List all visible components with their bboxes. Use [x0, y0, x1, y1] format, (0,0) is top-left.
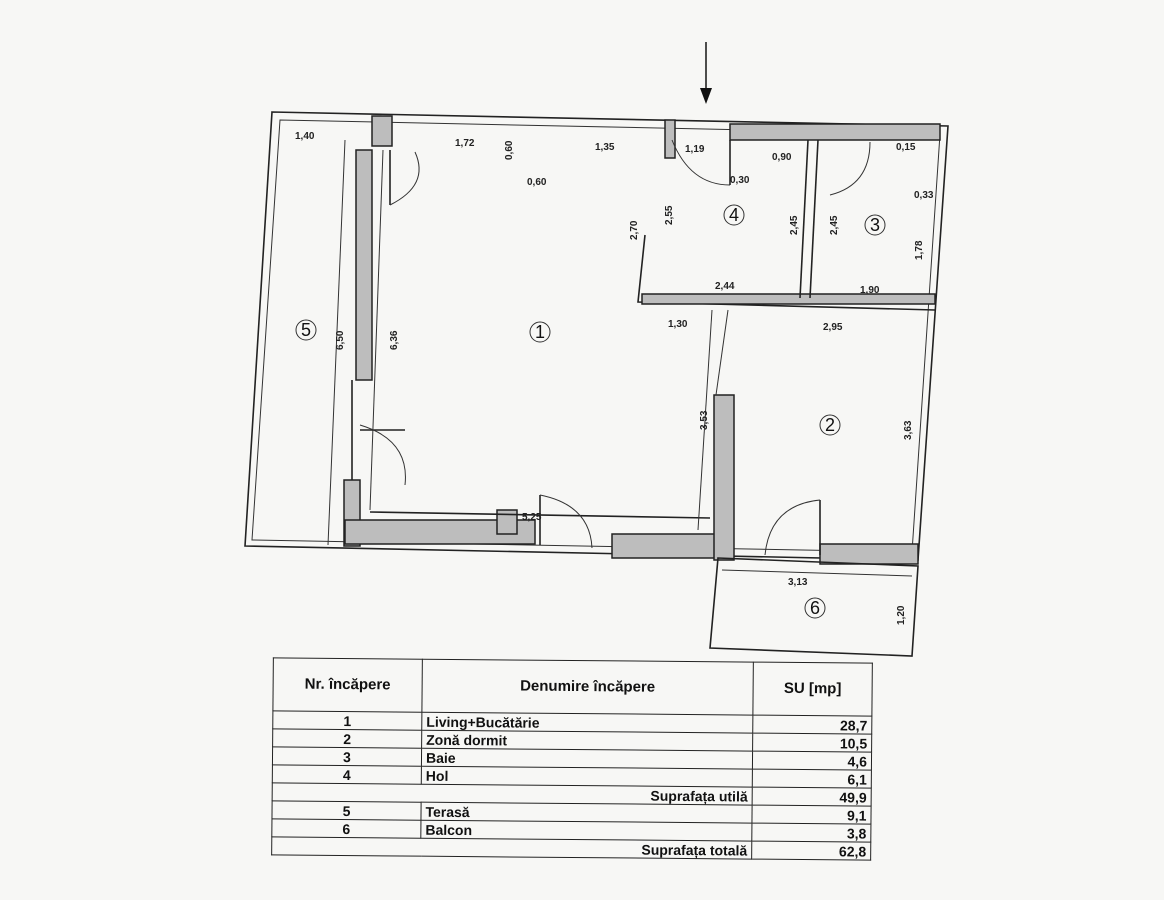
dimension-label: 1,30	[668, 319, 688, 330]
dimension-label: 1,35	[595, 142, 615, 153]
dimension-label: 2,55	[664, 205, 675, 225]
room-marker-3: 3	[864, 214, 886, 236]
dimension-label: 0,15	[896, 142, 916, 153]
dimension-label: 6,50	[335, 330, 346, 350]
dimension-label: 3,13	[788, 577, 808, 588]
header-su: SU [mp]	[752, 662, 873, 717]
balcony-outline	[709, 557, 919, 657]
room-marker-1: 1	[529, 321, 551, 343]
door-icon	[829, 141, 871, 196]
header-name: Denumire încăpere	[421, 659, 754, 716]
dimension-labels: 1,40 1,72 0,60 0,60 1,35 2,70 2,55 1,19 …	[295, 131, 934, 625]
wall	[496, 509, 518, 535]
cell-su: 28,7	[752, 715, 872, 735]
cell-nr: 4	[272, 764, 422, 785]
room-marker-4: 4	[723, 204, 745, 226]
wall	[355, 149, 373, 381]
wall	[729, 123, 941, 141]
dimension-label: 1,72	[455, 138, 475, 149]
dimension-label: 1,40	[295, 131, 315, 142]
svg-text:3: 3	[870, 215, 880, 235]
subtotal-value: 49,9	[752, 787, 872, 807]
wall	[611, 533, 733, 559]
door-icon	[359, 424, 406, 486]
cell-nr: 6	[271, 818, 421, 839]
total-label: Suprafața totală	[271, 836, 752, 860]
dimension-label: 2,45	[789, 215, 800, 235]
dimension-label: 0,60	[504, 140, 515, 160]
dimension-label: 6,36	[389, 330, 400, 350]
dimension-label: 0,90	[772, 152, 792, 163]
dimension-label: 3,63	[903, 420, 914, 440]
door-icon	[539, 494, 593, 549]
dimension-label: 0,60	[527, 177, 547, 188]
door-icon	[764, 499, 821, 556]
dimension-label: 1,90	[860, 285, 880, 296]
entrance-arrow-icon	[700, 42, 712, 104]
cell-su: 10,5	[752, 733, 872, 753]
room-marker-6: 6	[804, 597, 826, 619]
door-icon	[389, 150, 420, 206]
svg-text:5: 5	[301, 320, 311, 340]
svg-text:1: 1	[535, 322, 545, 342]
dimension-label: 5,25	[522, 512, 542, 523]
door-icon	[671, 139, 731, 186]
cell-su: 3,8	[751, 823, 871, 843]
dimension-label: 2,44	[715, 281, 735, 292]
svg-text:2: 2	[825, 415, 835, 435]
dimension-label: 0,30	[730, 175, 750, 186]
room-marker-5: 5	[295, 319, 317, 341]
cell-nr: 1	[272, 710, 422, 731]
svg-text:4: 4	[729, 205, 739, 225]
dimension-label: 3,53	[699, 410, 710, 430]
dimension-label: 2,95	[823, 322, 843, 333]
dimension-label: 1,19	[685, 144, 705, 155]
room-area-table: Nr. încăpere Denumire încăpere SU [mp] 1…	[271, 657, 873, 861]
room-marker-2: 2	[819, 414, 841, 436]
cell-nr: 5	[271, 800, 422, 821]
wall	[819, 543, 919, 565]
cell-nr: 3	[272, 746, 422, 767]
cell-su: 6,1	[752, 769, 872, 789]
wall	[641, 293, 936, 305]
cell-nr: 2	[272, 728, 422, 749]
dimension-label: 2,70	[629, 220, 640, 240]
svg-text:6: 6	[810, 598, 820, 618]
wall	[371, 115, 393, 147]
dimension-label: 2,45	[829, 215, 840, 235]
header-nr: Nr. încăpere	[272, 657, 423, 713]
table-header-row: Nr. încăpere Denumire încăpere SU [mp]	[272, 657, 873, 717]
wall	[713, 394, 735, 561]
cell-su: 4,6	[752, 751, 872, 771]
dimension-label: 1,20	[896, 605, 907, 625]
dimension-label: 0,33	[914, 190, 934, 201]
wall	[664, 119, 676, 159]
total-value: 62,8	[751, 841, 871, 861]
cell-su: 9,1	[751, 805, 872, 825]
dimension-label: 1,78	[914, 240, 925, 260]
